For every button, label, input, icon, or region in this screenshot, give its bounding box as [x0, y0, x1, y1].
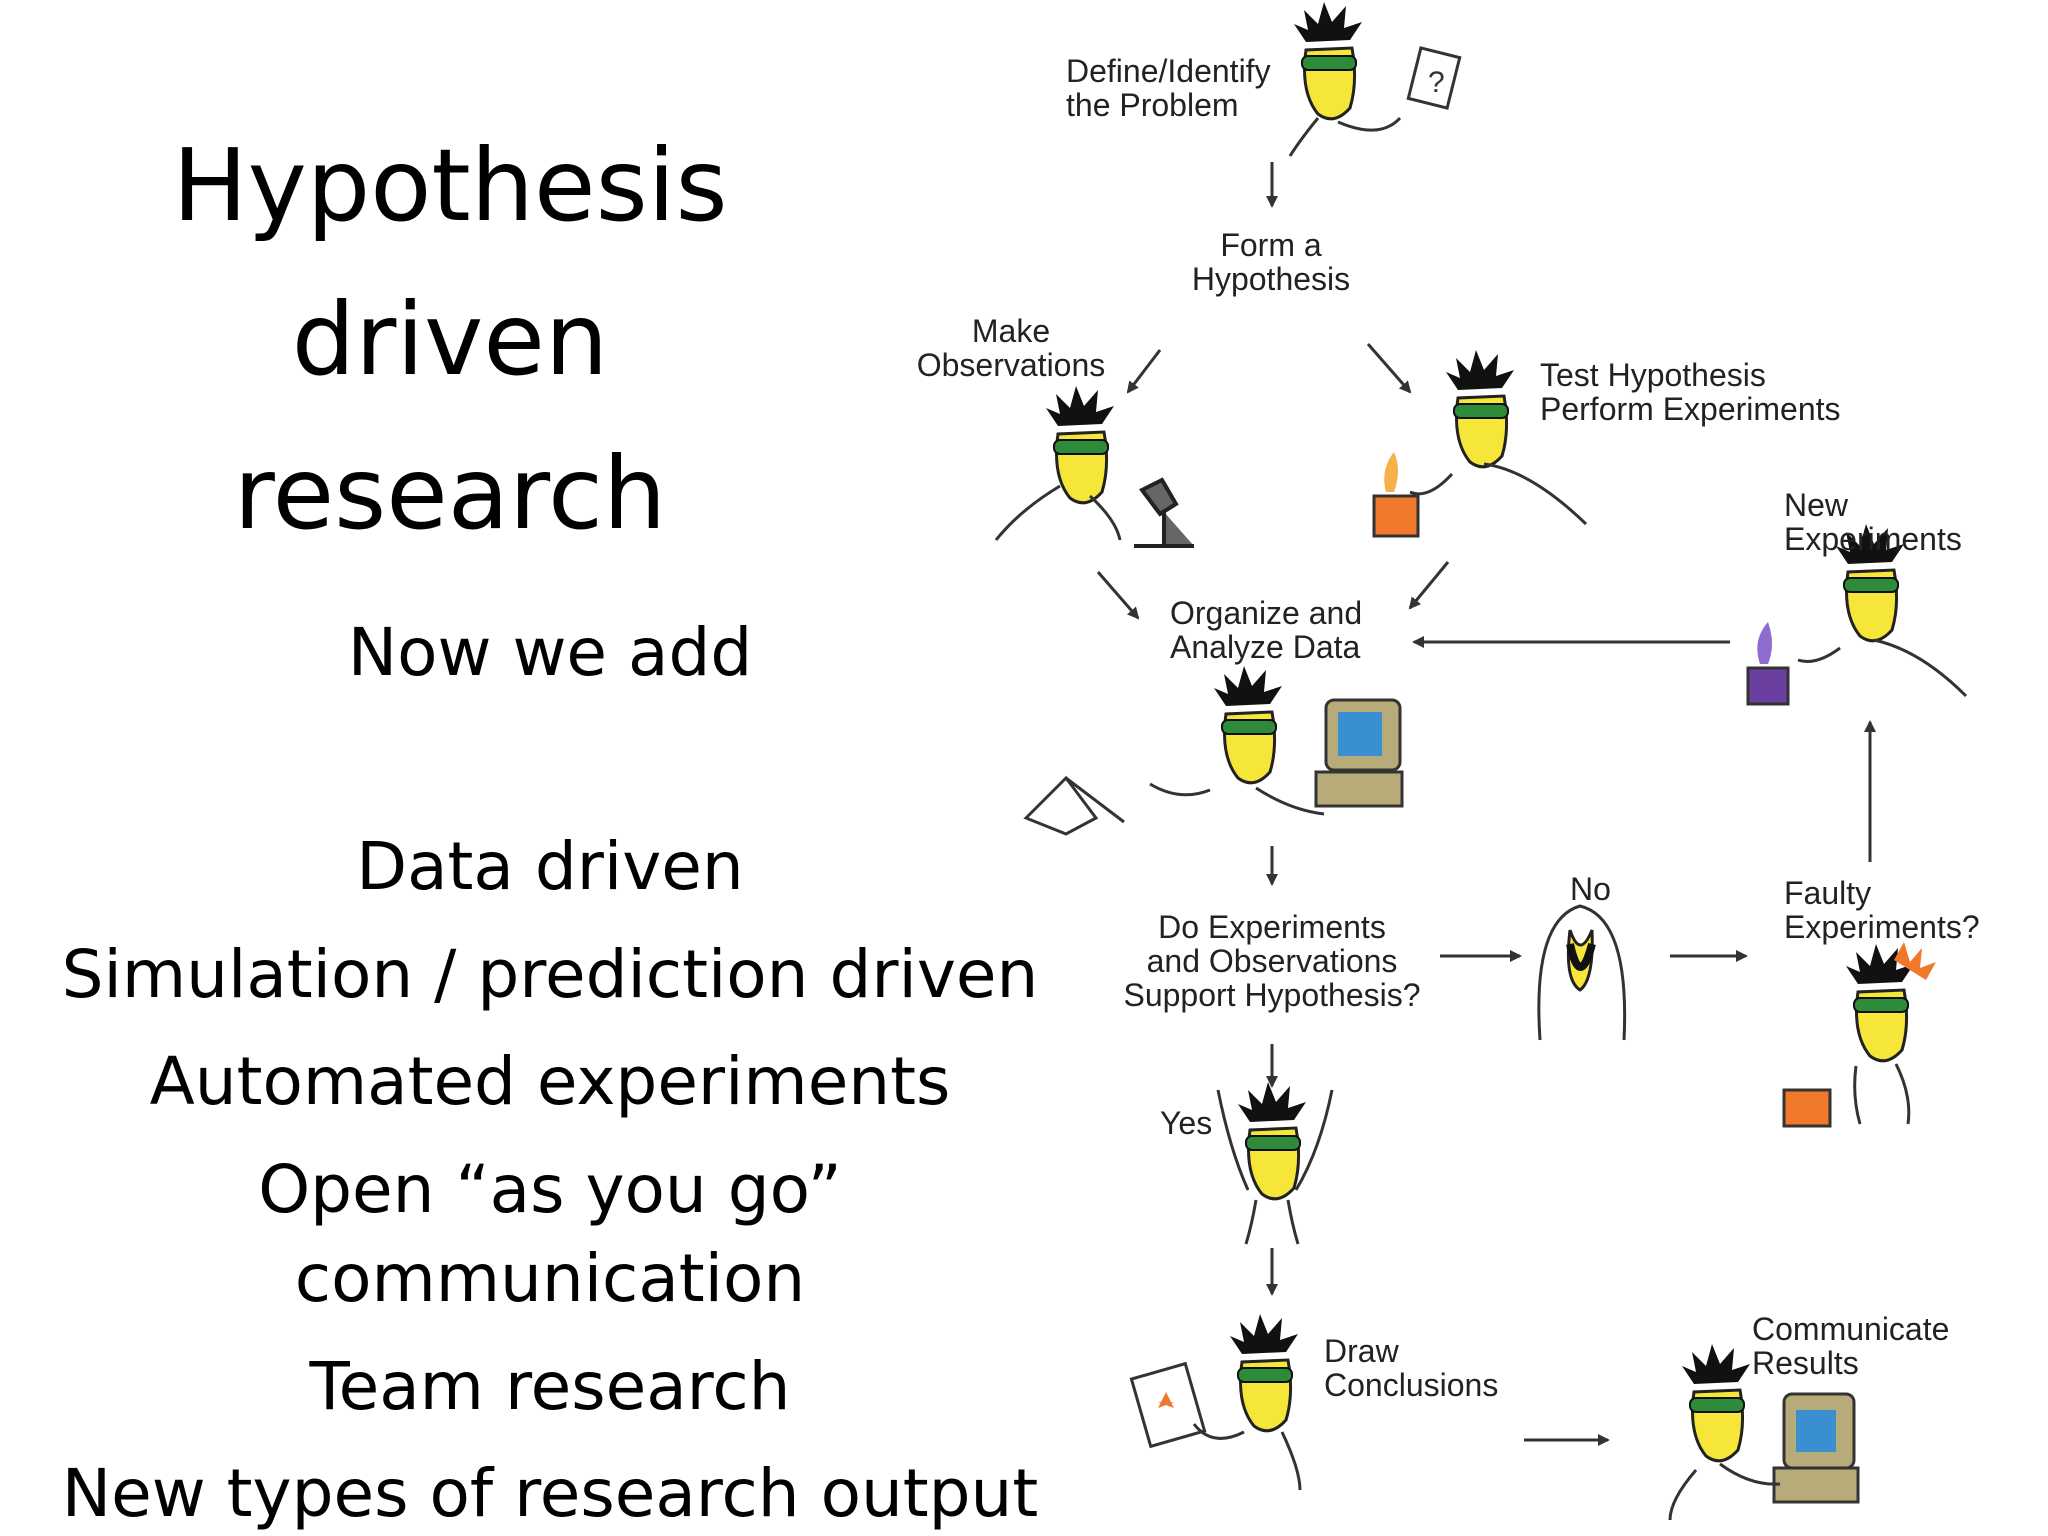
slide-title-line-1: Hypothesis [172, 127, 728, 244]
label-form-hypothesis: Form a Hypothesis [1191, 227, 1351, 297]
arrow-form-to-test [1366, 343, 1412, 394]
label-test-hypothesis: Test Hypothesis Perform Experiments [1540, 357, 1841, 427]
label-make-observations: Make Observations [916, 313, 1106, 383]
scientist-test-icon [1372, 348, 1588, 538]
scientist-no-icon [1537, 904, 1627, 1041]
note-question-mark: ? [1428, 66, 1445, 99]
scientist-conclude-icon [1129, 1312, 1302, 1491]
scientist-communicate-icon [1668, 1342, 1860, 1521]
slide-title-line-3: research [233, 435, 667, 552]
label-define-problem: Define/Identify the Problem [1066, 53, 1271, 123]
scientist-yes-icon [1216, 1080, 1334, 1245]
scientist-new-experiments-icon [1746, 522, 1968, 706]
label-yes: Yes [1160, 1105, 1213, 1141]
slide-text: Hypothesis driven research Now we add Da… [61, 127, 1039, 1532]
label-no: No [1570, 871, 1611, 907]
arrow-observe-to-organize [1096, 571, 1140, 620]
scientist-faulty-icon [1782, 942, 1936, 1128]
label-new-experiments: New Experiments [1784, 487, 1962, 557]
list-item-automated: Automated experiments [149, 1043, 951, 1120]
arrow-test-to-organize [1408, 561, 1450, 610]
scientist-define-icon: ? [1288, 0, 1462, 157]
label-support-hypothesis: Do Experiments and Observations Support … [1123, 909, 1421, 1013]
label-communicate-results: Communicate Results [1752, 1311, 1950, 1381]
scientific-method-diagram: ? [880, 0, 2048, 1536]
list-item-communication: communication [294, 1240, 806, 1317]
list-item-simulation: Simulation / prediction driven [61, 936, 1039, 1013]
slide-title-line-2: driven [291, 281, 609, 398]
label-draw-conclusions: Draw Conclusions [1324, 1333, 1499, 1403]
label-faulty-experiments: Faulty Experiments? [1784, 875, 1980, 945]
diagram-graphics: ? [994, 0, 1968, 1521]
list-item-open: Open “as you go” [258, 1151, 842, 1228]
list-item-team: Team research [309, 1348, 791, 1425]
label-organize-analyze: Organize and Analyze Data [1170, 595, 1363, 665]
list-item-output: New types of research output [61, 1455, 1039, 1532]
scientist-computer-icon [1023, 664, 1404, 836]
scientist-observe-icon [994, 384, 1194, 548]
intro-text: Now we add [347, 614, 753, 691]
list-item-data-driven: Data driven [356, 828, 744, 905]
arrow-form-to-observe [1126, 349, 1162, 394]
